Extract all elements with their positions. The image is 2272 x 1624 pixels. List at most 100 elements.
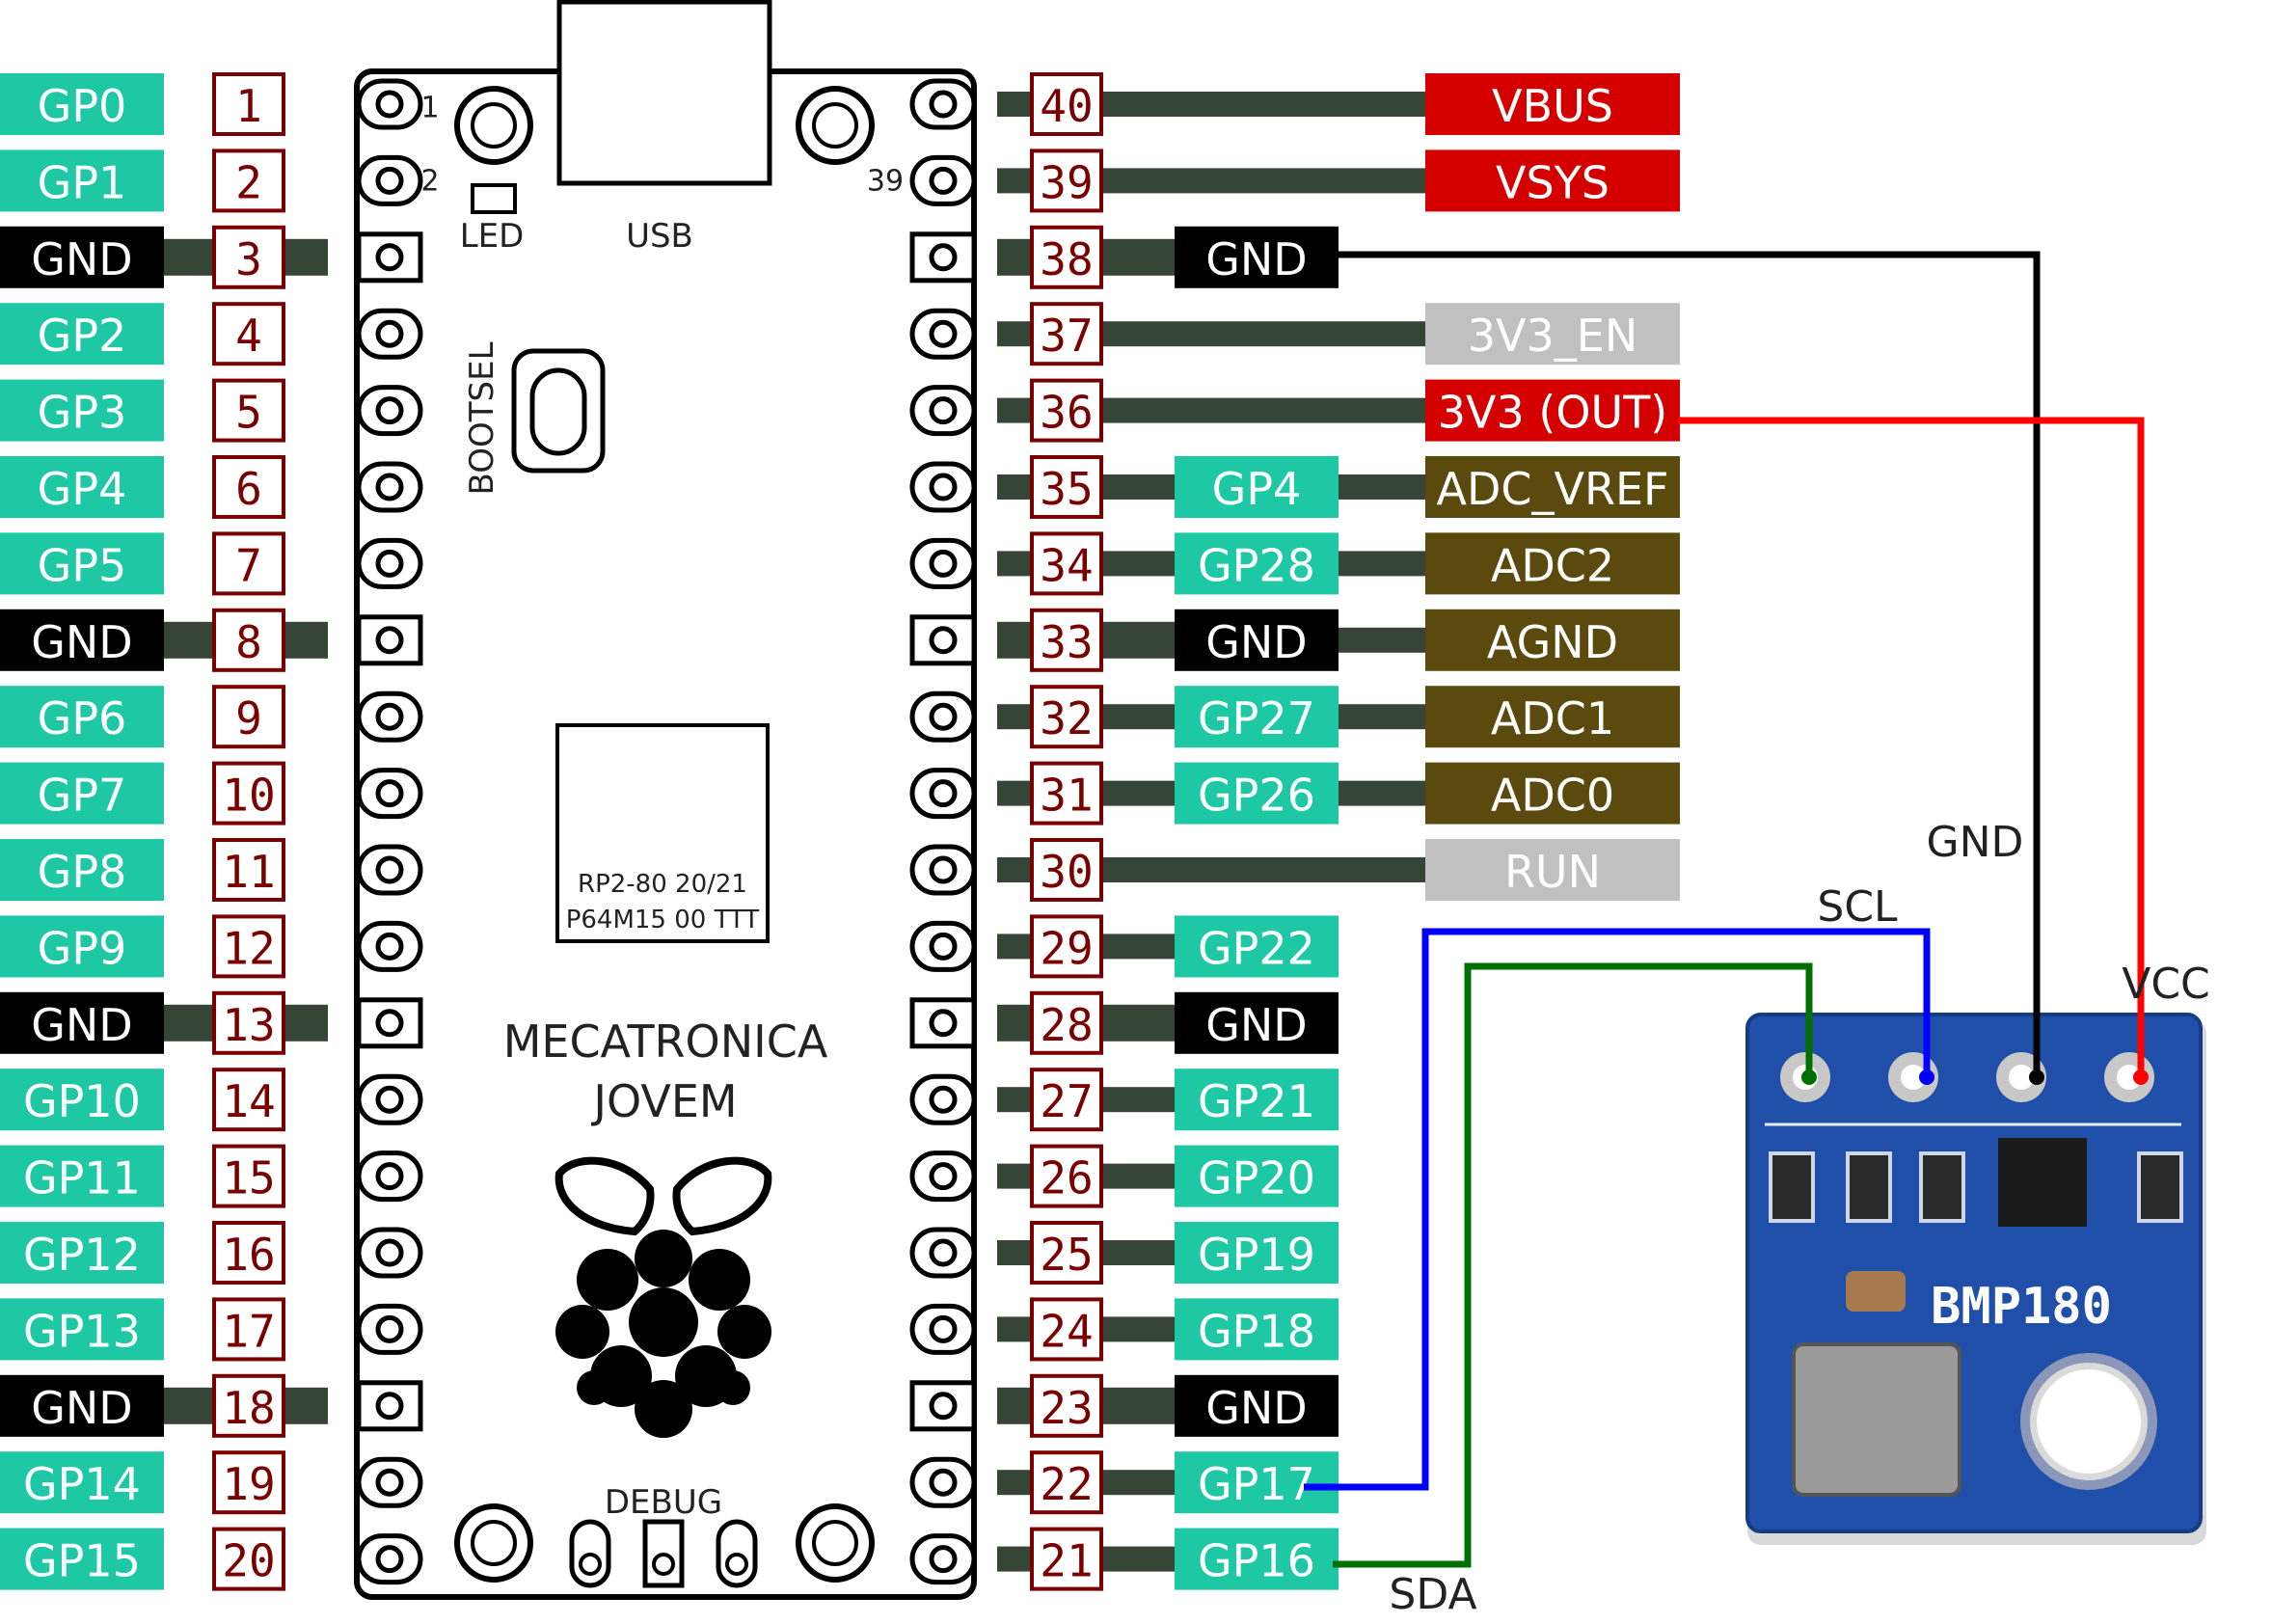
pin-number-15: 15 <box>212 1144 285 1208</box>
pin-pad-4 <box>356 308 423 360</box>
pin-pad-7 <box>356 537 423 589</box>
far-label-adc0-text: ADC0 <box>1491 770 1614 822</box>
mid-label-gnd-38: GND <box>1175 226 1339 288</box>
mid-label-gp16-21: GP16 <box>1175 1528 1339 1590</box>
pin-number-32: 32 <box>1030 685 1103 749</box>
mid-label-gp22-29-text: GP22 <box>1198 922 1315 974</box>
pin-number-34-text: 34 <box>1040 539 1093 591</box>
pin1-marker: 1 <box>420 92 439 125</box>
far-label-3v3-en: 3V3_EN <box>1425 303 1680 365</box>
voltage-regulator <box>1998 1138 2087 1227</box>
mid-label-gnd-28-text: GND <box>1205 999 1307 1051</box>
pin-number-39-text: 39 <box>1040 156 1093 208</box>
pin-number-30: 30 <box>1030 838 1103 902</box>
left-label-gp8-11-text: GP8 <box>38 846 127 898</box>
mid-label-gp20-26: GP20 <box>1175 1145 1339 1207</box>
left-label-gnd-8: GND <box>0 609 164 671</box>
raspberry-pi-logo-icon <box>554 1156 772 1438</box>
pin-number-18-text: 18 <box>222 1382 275 1434</box>
pin-number-26: 26 <box>1030 1144 1103 1208</box>
pin-number-30-text: 30 <box>1040 846 1093 898</box>
left-label-gp3-5: GP3 <box>0 379 164 442</box>
pin-number-23-text: 23 <box>1040 1382 1093 1434</box>
pin-number-25-text: 25 <box>1040 1229 1093 1281</box>
mid-label-gp4-35: GP4 <box>1175 456 1339 518</box>
mid-label-gp20-26-text: GP20 <box>1198 1152 1315 1204</box>
pin-number-7: 7 <box>212 531 285 596</box>
mounting-hole-bottom-left <box>454 1503 533 1583</box>
pin-number-13-text: 13 <box>222 999 275 1051</box>
mid-label-gnd-23: GND <box>1175 1374 1339 1437</box>
mid-label-gp17-22-text: GP17 <box>1198 1458 1315 1510</box>
far-label-adc2: ADC2 <box>1425 532 1680 595</box>
mid-label-gp19-25-text: GP19 <box>1198 1229 1315 1281</box>
sensor-name: BMP180 <box>1931 1278 2112 1336</box>
mid-label-gp26-31-text: GP26 <box>1198 770 1315 822</box>
pin-pad-36 <box>909 385 977 437</box>
left-label-gp2-4: GP2 <box>0 303 164 365</box>
left-label-gp7-10: GP7 <box>0 762 164 825</box>
pin-pad-13 <box>356 997 423 1049</box>
pressure-sensor-can <box>1792 1342 1961 1497</box>
pin2-marker: 2 <box>420 165 439 199</box>
pin-pad-21 <box>909 1533 977 1585</box>
pin-number-24: 24 <box>1030 1297 1103 1362</box>
pin-number-16-text: 16 <box>222 1229 275 1281</box>
pin-number-24-text: 24 <box>1040 1305 1093 1357</box>
pin-number-18: 18 <box>212 1373 285 1438</box>
pin-pad-32 <box>909 690 977 743</box>
far-label-agnd-text: AGND <box>1487 616 1618 668</box>
left-label-gnd-13-text: GND <box>31 999 132 1051</box>
mid-label-gp28-34: GP28 <box>1175 532 1339 595</box>
pin-pad-14 <box>356 1073 423 1125</box>
pin-number-26-text: 26 <box>1040 1152 1093 1204</box>
pin-number-12: 12 <box>212 914 285 979</box>
far-label-vbus-text: VBUS <box>1492 80 1613 132</box>
pin-number-13: 13 <box>212 990 285 1055</box>
pin-number-29-text: 29 <box>1040 922 1093 974</box>
mid-label-gp16-21-text: GP16 <box>1198 1535 1315 1587</box>
mid-label-gp18-24-text: GP18 <box>1198 1305 1315 1357</box>
pin-number-40-text: 40 <box>1040 80 1093 132</box>
left-label-gp12-16-text: GP12 <box>23 1229 141 1281</box>
wire-scl <box>1304 928 1931 1491</box>
pin-number-25: 25 <box>1030 1221 1103 1285</box>
far-label-adc-vref-text: ADC_VREF <box>1437 463 1669 515</box>
pin-pad-25 <box>909 1227 977 1279</box>
mid-label-gp22-29: GP22 <box>1175 915 1339 978</box>
pin-number-31: 31 <box>1030 761 1103 826</box>
pin-pad-34 <box>909 537 977 589</box>
far-label-vbus: VBUS <box>1425 73 1680 135</box>
far-label-agnd: AGND <box>1425 609 1680 671</box>
debug-pins <box>569 1519 758 1588</box>
pin-pad-17 <box>356 1303 423 1355</box>
pin-number-17: 17 <box>212 1297 285 1362</box>
pin-number-19: 19 <box>212 1450 285 1515</box>
pin-pad-20 <box>356 1533 423 1585</box>
pin-number-14: 14 <box>212 1068 285 1132</box>
pin-number-8-text: 8 <box>235 616 262 668</box>
far-label-adc0: ADC0 <box>1425 762 1680 825</box>
mid-label-gnd-33: GND <box>1175 609 1339 671</box>
left-label-gp9-12: GP9 <box>0 915 164 978</box>
left-label-gp10-14-text: GP10 <box>23 1075 141 1127</box>
pin-pad-23 <box>909 1380 977 1432</box>
left-label-gnd-3: GND <box>0 226 164 288</box>
usb-label: USB <box>626 217 693 256</box>
mid-label-gp19-25: GP19 <box>1175 1222 1339 1284</box>
pin-number-31-text: 31 <box>1040 770 1093 822</box>
pin-pad-18 <box>356 1380 423 1432</box>
far-label-vsys: VSYS <box>1425 149 1680 212</box>
pin-number-5: 5 <box>212 378 285 443</box>
left-label-gp10-14: GP10 <box>0 1069 164 1131</box>
pin-number-27: 27 <box>1030 1068 1103 1132</box>
mounting-hole-top-left <box>454 86 533 165</box>
left-label-gp9-12-text: GP9 <box>38 922 127 974</box>
pin-number-19-text: 19 <box>222 1458 275 1510</box>
pin39-marker: 39 <box>867 165 904 199</box>
far-label-run: RUN <box>1425 839 1680 901</box>
mid-label-gp4-35-text: GP4 <box>1212 463 1302 515</box>
left-label-gp0-1-text: GP0 <box>38 80 127 132</box>
